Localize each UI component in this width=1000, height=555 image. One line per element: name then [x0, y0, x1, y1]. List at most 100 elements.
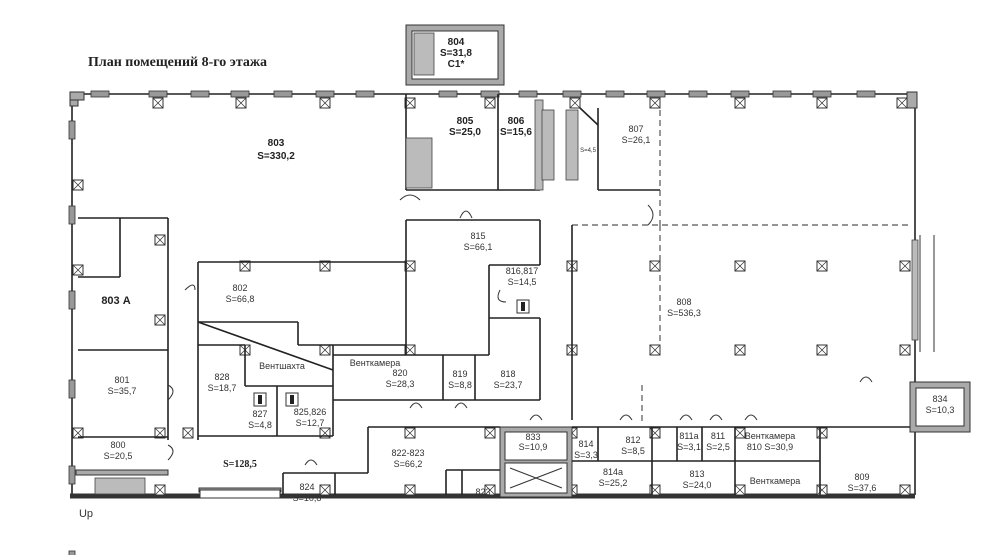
column-icon: [816, 260, 828, 272]
window-icon: [148, 90, 168, 98]
room-834-num: 834: [932, 394, 947, 404]
room-820-name: Венткамера: [350, 358, 400, 368]
room-802-num: 802: [232, 283, 247, 293]
column-icon: [899, 344, 911, 356]
stair-area: S=4,5: [580, 148, 597, 154]
column-icon: [899, 260, 911, 272]
column-icon: [816, 484, 828, 496]
window-icon: [646, 90, 666, 98]
column-icon: [72, 264, 84, 276]
room-811a-num: 811а: [679, 431, 698, 441]
room-800-area: S=20,5: [104, 451, 133, 461]
room-808-area: S=536,3: [667, 308, 701, 318]
window-icon: [68, 205, 76, 225]
toilet-icon: [253, 299, 530, 407]
column-icon: [319, 344, 331, 356]
column-icon: [404, 97, 416, 109]
corridor-area: S=128,5: [223, 459, 257, 470]
window-icon: [230, 90, 250, 98]
room-812-area: S=8,5: [621, 446, 645, 456]
room-809-area: S=37,6: [848, 483, 877, 493]
room-803-num: 803: [268, 138, 285, 149]
column-icon: [734, 260, 746, 272]
room-806-area: S=15,6: [500, 127, 532, 138]
window-icon: [688, 90, 708, 98]
column-icon: [484, 484, 496, 496]
ventshaft-label: Вентшахта: [259, 361, 305, 371]
room-813-area: S=24,0: [683, 480, 712, 490]
room-801-area: S=35,7: [108, 386, 137, 396]
column-icon: [154, 484, 166, 496]
room-806-num: 806: [508, 116, 525, 127]
column-icon: [484, 97, 496, 109]
window-icon: [355, 90, 375, 98]
room-828-area: S=18,7: [208, 383, 237, 393]
room-807-num: 807: [628, 124, 643, 134]
room-804-note: С1*: [448, 59, 465, 70]
room-802-area: S=66,8: [226, 294, 255, 304]
room-807-area: S=26,1: [622, 135, 651, 145]
room-834-area: S=10,3: [926, 405, 955, 415]
room-824-area: S=10,8: [293, 493, 322, 503]
window-icon: [68, 465, 76, 485]
column-icon: [734, 97, 746, 109]
room-818-area: S=23,7: [494, 380, 523, 390]
room-814-area: S=3,3: [574, 450, 598, 460]
room-815-area: S=66,1: [464, 242, 493, 252]
room-810-name: Венткамера: [745, 431, 795, 441]
window-icon: [812, 90, 832, 98]
room-804[interactable]: [405, 24, 505, 86]
interior-walls: [75, 94, 971, 499]
column-icon: [319, 484, 331, 496]
window-icon: [68, 120, 76, 140]
ventchamber-label: Венткамера: [750, 476, 800, 486]
window-icon: [190, 90, 210, 98]
room-823-num: 823: [475, 487, 490, 497]
window-icon: [68, 290, 76, 310]
column-icon: [899, 484, 911, 496]
column-icon: [182, 427, 194, 439]
column-icon: [569, 97, 581, 109]
room-800-num: 800: [110, 440, 125, 450]
column-icon: [72, 179, 84, 191]
up-marker: Up: [79, 508, 93, 520]
column-icon: [816, 427, 828, 439]
column-icon: [484, 427, 496, 439]
room-801-num: 801: [114, 375, 129, 385]
room-805-area: S=25,0: [449, 127, 481, 138]
room-822-num: 822-823: [391, 448, 424, 458]
window-icon: [772, 90, 792, 98]
room-818-num: 818: [500, 369, 515, 379]
room-825-num: 825,826: [294, 407, 327, 417]
room-833-num: 833: [525, 432, 540, 442]
column-icon: [896, 97, 908, 109]
page-title: План помещений 8-го этажа: [88, 55, 268, 70]
room-819-num: 819: [452, 369, 467, 379]
room-820-area: S=28,3: [386, 379, 415, 389]
room-804-area: S=31,8: [440, 48, 472, 59]
column-icon: [734, 484, 746, 496]
room-811a-area: S=3,1: [677, 442, 701, 452]
room-816-num: 816,817: [506, 266, 539, 276]
room-803-area: S=330,2: [257, 151, 295, 162]
column-icon: [154, 234, 166, 246]
column-icon: [649, 344, 661, 356]
column-icon: [319, 97, 331, 109]
window-icon: [562, 90, 582, 98]
room-812-num: 812: [625, 435, 640, 445]
column-icon: [649, 260, 661, 272]
room-815-num: 815: [470, 231, 485, 241]
column-icon: [734, 344, 746, 356]
room-809-num: 809: [854, 472, 869, 482]
room-833-area: S=10,9: [519, 442, 548, 452]
room-825-area: S=12,7: [296, 418, 325, 428]
window-icon: [480, 90, 500, 98]
room-811-num: 811: [711, 431, 725, 441]
room-804-num: 804: [448, 37, 465, 48]
window-icon: [605, 90, 625, 98]
room-816-area: S=14,5: [508, 277, 537, 287]
column-icon: [816, 344, 828, 356]
window-icon: [315, 90, 335, 98]
window-icon: [518, 90, 538, 98]
